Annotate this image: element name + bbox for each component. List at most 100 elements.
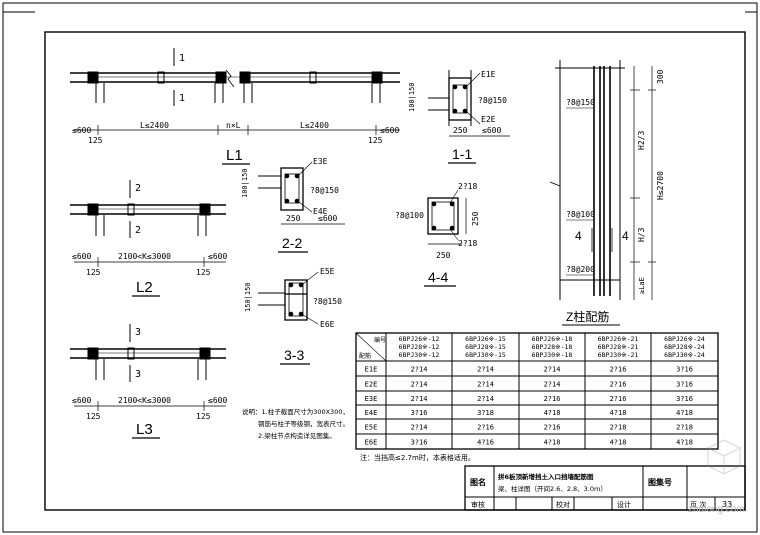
s33-bottom-bar: E6E: [320, 320, 335, 329]
table-row-code: E6E: [365, 439, 378, 447]
table-row-code: E3E: [365, 395, 378, 403]
watermark-logo: [706, 439, 742, 475]
table-header-cell: 6BPJ28※-21: [598, 343, 639, 351]
table-cell: 4?18: [544, 409, 561, 417]
column-section-mark-left: 4: [575, 229, 582, 243]
s22-bottom-bar: E4E: [313, 207, 328, 216]
table-header-cell: 6BPJ28※-24: [664, 343, 705, 351]
l3-title: L3: [136, 421, 153, 438]
table-header-cell: 6BPJ30※-15: [465, 351, 506, 359]
table-cell: 3?16: [676, 381, 693, 389]
title-name-line-2: 梁、柱详图（开间2.6、2.8、3.0m）: [498, 484, 607, 493]
view-l1: [70, 48, 400, 135]
table-row-code: E5E: [365, 424, 378, 432]
table-cell: 2?14: [411, 395, 428, 403]
table-header-cell: 6BPJ28※-18: [532, 343, 573, 351]
column-spacing-mid: ?8@100: [566, 210, 595, 219]
s22-height: 100|150: [241, 168, 249, 198]
title-page-no: 33: [722, 500, 732, 509]
notes-line-1: 说明：1.柱子截面尺寸为300X300，: [242, 407, 349, 416]
s22-stirrup: ?8@150: [310, 186, 339, 195]
l1-dim-span1: L≤2400: [140, 121, 169, 130]
s33-stirrup: ?8@150: [313, 297, 342, 306]
l1-section-mark-bottom: 1: [179, 93, 185, 104]
l2-section-mark-bottom: 2: [135, 225, 141, 236]
section-4-4: [427, 189, 467, 245]
section-1-1: [428, 70, 510, 137]
column-upper-ratio: H2/3: [637, 131, 646, 150]
table-cell: 2?16: [544, 424, 561, 432]
s22-top-bar: E3E: [313, 157, 328, 166]
s11-dim-width: 250: [453, 126, 468, 135]
inner-border: [44, 31, 746, 511]
table-cell: 2?14: [477, 395, 494, 403]
table-header-cell: 6BPJ26※-12: [399, 335, 440, 343]
table-cell: 2?16: [544, 395, 561, 403]
s44-top-bar: 2?18: [458, 182, 477, 191]
l3-section-mark-top: 3: [135, 327, 141, 338]
s11-bottom-bar: E2E: [481, 115, 496, 124]
title-label-check: 校对: [556, 500, 570, 509]
table-cell: 2?14: [411, 381, 428, 389]
table-cell: 4?18: [610, 439, 627, 447]
table-cell: 2?14: [544, 366, 561, 374]
s44-width-dim: 250: [436, 251, 451, 260]
column-spacing-bottom: ?8@200: [566, 265, 595, 274]
title-label-review: 审核: [471, 500, 485, 509]
table-row-code: E2E: [365, 381, 378, 389]
s33-height: 150|150: [244, 282, 252, 312]
title-label-page: 页 次: [690, 500, 706, 509]
table-corner-bottom: 配筋: [359, 352, 371, 360]
s11-stirrup: ?8@150: [478, 96, 507, 105]
s22-dim-width: 250: [286, 214, 301, 223]
s33-top-bar: E5E: [320, 267, 335, 276]
watermark-text: zhulong.com: [688, 504, 745, 515]
table-cell: 4?18: [676, 439, 693, 447]
s11-dim-span: ≤600: [482, 126, 501, 135]
table-cell: 2?16: [610, 366, 627, 374]
section-3-3: [258, 271, 319, 325]
l3-dim-left: ≤600: [72, 396, 91, 405]
column-section-mark-right: 4: [622, 229, 629, 243]
s22-title: 2-2: [282, 235, 302, 251]
title-label-name: 图名: [470, 477, 486, 487]
table-cell: 2?14: [477, 366, 494, 374]
l3-dim-right: ≤600: [208, 396, 227, 405]
notes-line-3: 2.梁柱节点构造详见图集。: [258, 431, 336, 440]
l3-offset-left: 125: [86, 412, 101, 421]
table-cell: 2?14: [477, 381, 494, 389]
table-header-cell: 6BPJ28※-12: [399, 343, 440, 351]
table-cell: 2?14: [544, 381, 561, 389]
table-cell: 2?16: [477, 424, 494, 432]
s33-title: 3-3: [284, 347, 304, 363]
table-row-code: E1E: [365, 366, 378, 374]
view-l2: [70, 180, 226, 267]
l2-dim-left: ≤600: [72, 252, 91, 261]
table-header-cell: 6BPJ28※-15: [465, 343, 506, 351]
s44-stirrup: ?8@100: [395, 211, 424, 220]
l1-dim-left: ≤600: [72, 126, 91, 135]
column-title: Z柱配筋: [566, 309, 609, 324]
l3-section-mark-bottom: 3: [135, 369, 141, 380]
table-cell: 3?16: [411, 409, 428, 417]
l2-offset-right: 125: [196, 268, 211, 277]
l3-offset-right: 125: [196, 412, 211, 421]
l2-section-mark-top: 2: [135, 183, 141, 194]
view-l3: [70, 324, 226, 411]
notes-line-2: 钢筋与柱子等级钢，宽表尺寸。: [258, 419, 349, 428]
s44-title: 4-4: [428, 269, 448, 285]
table-header-cell: 6BPJ26※-18: [532, 335, 573, 343]
table-cell: 4?18: [676, 409, 693, 417]
table-header-cell: 6BPJ30※-12: [399, 351, 440, 359]
table-cell: 3?18: [477, 409, 494, 417]
l1-dim-nl: n×L: [226, 121, 241, 130]
title-name-line-1: 拼6板顶新增挡土入口挡墙配筋图: [498, 472, 594, 481]
table-cell: 3?16: [676, 395, 693, 403]
s11-top-bar: E1E: [481, 70, 496, 79]
table-header-cell: 6BPJ30※-21: [598, 351, 639, 359]
s44-bottom-bar: 2?18: [458, 239, 477, 248]
table-cell: 3?16: [676, 366, 693, 374]
